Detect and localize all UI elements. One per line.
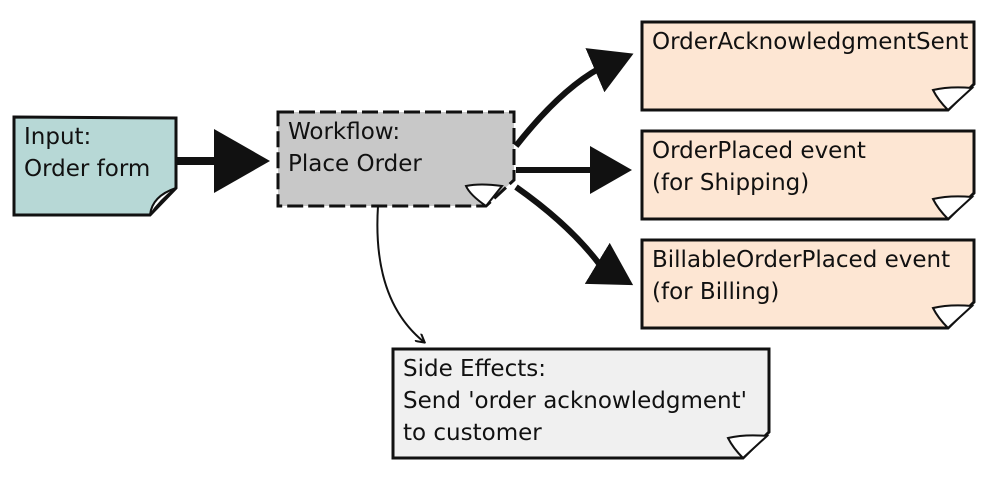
workflow-note-line-2: Place Order <box>288 151 422 177</box>
side-effects-note-shape <box>391 347 771 460</box>
side-note-line-3: to customer <box>403 420 542 446</box>
billable-note-shape <box>640 238 976 330</box>
workflow-note-line-1: Workflow: <box>288 119 401 145</box>
billable-order-placed-event-note: BillableOrderPlaced event (for Billing) <box>642 240 974 328</box>
input-note-line-2: Order form <box>24 156 151 182</box>
arrow-workflow-to-billable <box>514 184 634 286</box>
arrow-workflow-to-ack <box>513 48 634 148</box>
order-placed-event-note: OrderPlaced event (for Shipping) <box>642 131 974 219</box>
input-note-shape <box>12 115 178 217</box>
order-acknowledgment-sent-note: OrderAcknowledgmentSent <box>642 22 974 110</box>
billable-note-line-1: BillableOrderPlaced event <box>652 247 951 273</box>
ack-note-shape <box>640 20 976 112</box>
billable-note-line-2: (for Billing) <box>652 279 780 305</box>
input-note-line-1: Input: <box>24 124 92 150</box>
placed-note-shape <box>640 129 976 221</box>
placed-note-line-2: (for Shipping) <box>652 170 810 196</box>
side-effects-note: Side Effects: Send 'order acknowledgment… <box>393 349 769 458</box>
input-note: Input: Order form <box>14 117 176 215</box>
workflow-note-shape <box>276 110 516 208</box>
workflow-note: Workflow: Place Order <box>278 112 514 206</box>
side-note-line-1: Side Effects: <box>403 356 546 382</box>
arrow-workflow-to-side-effects <box>376 205 424 342</box>
side-note-line-2: Send 'order acknowledgment' <box>403 388 747 414</box>
placed-note-line-1: OrderPlaced event <box>652 138 866 164</box>
ack-note-line-1: OrderAcknowledgmentSent <box>652 29 969 55</box>
